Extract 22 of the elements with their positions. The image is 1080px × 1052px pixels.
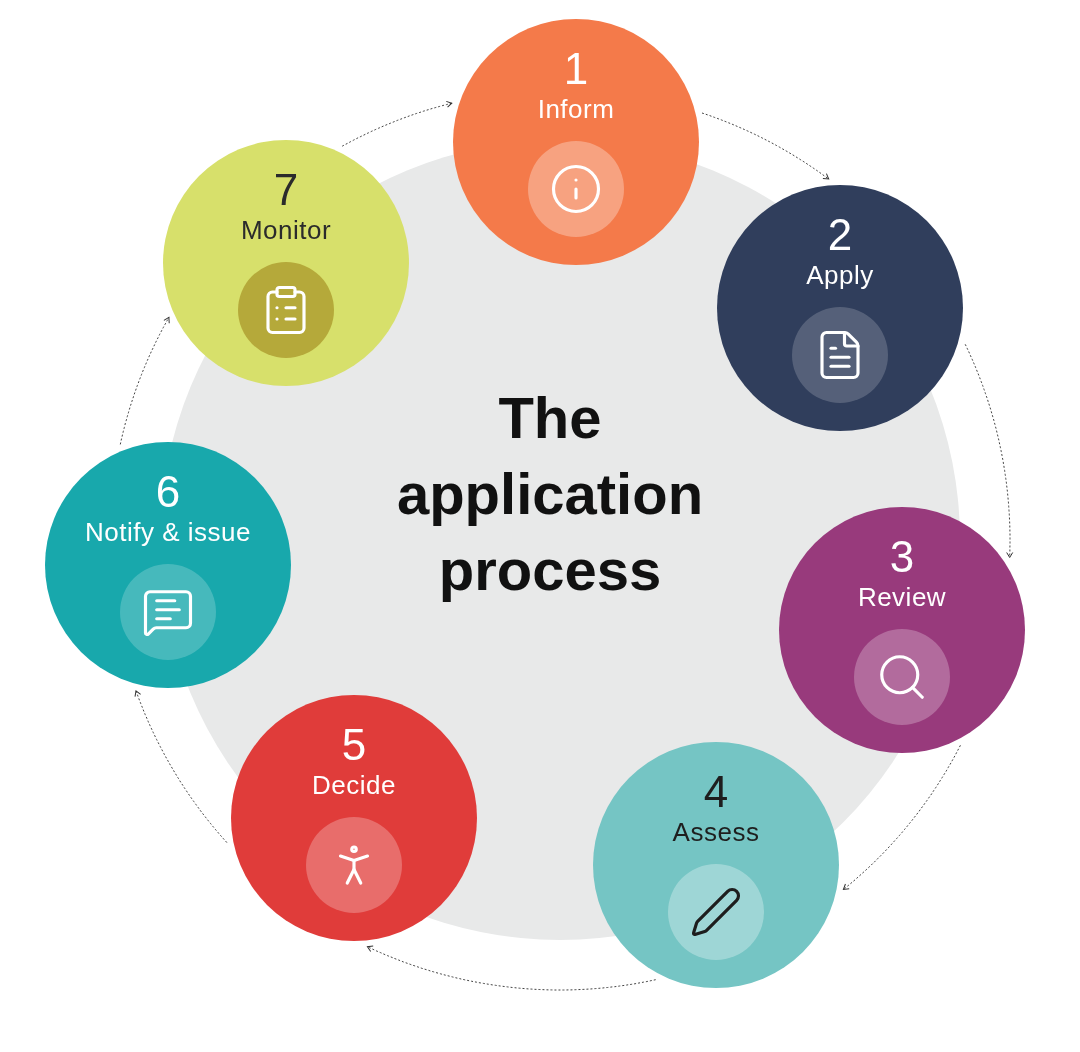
step-number: 2 bbox=[827, 211, 853, 259]
step-number: 6 bbox=[155, 468, 181, 516]
step-label: Decide bbox=[312, 769, 396, 801]
step-label: Review bbox=[857, 581, 947, 613]
dotted-arrow bbox=[119, 316, 170, 445]
dotted-arrow bbox=[366, 945, 657, 991]
dotted-arrow bbox=[701, 112, 830, 180]
dotted-arrow bbox=[964, 343, 1014, 558]
step-label: Inform bbox=[537, 93, 615, 125]
step-label: Assess bbox=[672, 816, 760, 848]
step-number: 4 bbox=[703, 768, 729, 816]
step-number: 3 bbox=[889, 533, 915, 581]
step-number: 5 bbox=[341, 721, 367, 769]
dotted-arrow bbox=[842, 744, 961, 890]
step-label: Notify & issue bbox=[85, 516, 251, 548]
step-label: Monitor bbox=[240, 214, 332, 246]
step-label: Apply bbox=[806, 259, 874, 291]
dotted-arrow bbox=[341, 100, 453, 147]
diagram-title: The application process bbox=[395, 384, 705, 604]
step-number: 1 bbox=[563, 45, 589, 93]
dotted-arrow bbox=[134, 690, 228, 844]
step-number: 7 bbox=[273, 166, 299, 214]
